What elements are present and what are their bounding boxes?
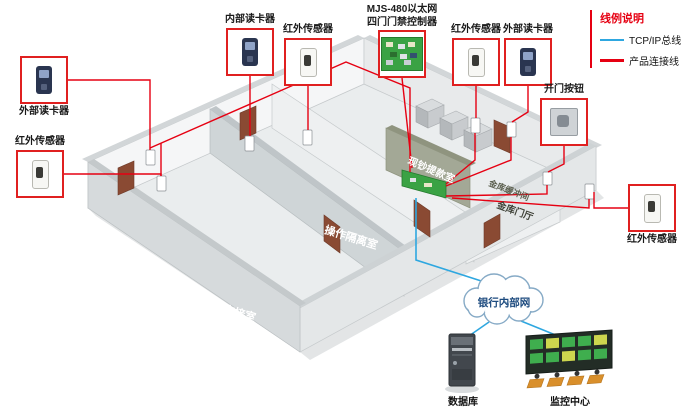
doors: [117, 105, 511, 254]
callout-label-line2: 四门门禁控制器: [367, 17, 437, 28]
monitor-center-icon: [525, 329, 613, 389]
database-label: 数据库: [448, 397, 478, 408]
cloud-label: 银行内部网: [478, 296, 531, 309]
callout-label: 外部读卡器: [19, 106, 69, 117]
callout-ir-sensor-left: 红外传感器: [12, 136, 68, 198]
card-reader-icon: [242, 38, 258, 66]
device-frame: [628, 184, 676, 232]
card-reader-icon: [36, 66, 52, 94]
callout-label: 内部读卡器: [225, 14, 275, 25]
callout-internal-reader: 内部读卡器: [222, 14, 278, 76]
callout-ir-sensor-right: 红外传感器: [624, 184, 680, 246]
device-frame: [16, 150, 64, 198]
callout-label: 红外传感器: [451, 24, 501, 35]
callout-label: 红外传感器: [15, 136, 65, 147]
device-frame: [284, 38, 332, 86]
callout-label: 红外传感器: [627, 234, 677, 245]
legend-item-tcpip: TCP/IP总线: [600, 32, 681, 47]
callout-label: 红外传感器: [283, 24, 333, 35]
device-frame: [378, 30, 426, 78]
callout-ir-sensor-top-2: 红外传感器: [448, 24, 504, 86]
product-connection-lines: [64, 61, 628, 209]
ir-sensor-icon: [467, 47, 485, 77]
ir-sensor-icon: [299, 47, 317, 77]
ir-sensor-icon: [643, 193, 661, 223]
legend-item-label: 产品连接线: [629, 57, 679, 68]
callout-ir-sensor-top-1: 红外传感器: [280, 24, 336, 86]
legend: 线例说明 TCP/IP总线 产品连接线: [590, 10, 681, 68]
door-button-icon: [550, 108, 578, 136]
legend-title: 线例说明: [600, 13, 644, 25]
network-cloud: 银行内部网: [463, 273, 544, 325]
controller-board: [401, 169, 447, 199]
callout-door-button: 开门按钮: [536, 84, 592, 146]
device-frame: [226, 28, 274, 76]
building: [82, 35, 604, 360]
callout-external-reader-left: 外部读卡器: [16, 56, 72, 118]
monitor-center-label: 监控中心: [550, 397, 590, 408]
device-frame: [20, 56, 68, 104]
card-reader-icon: [520, 48, 536, 76]
callout-label: 开门按钮: [544, 84, 584, 95]
callout-label: 外部读卡器: [503, 24, 553, 35]
legend-item-product-line: 产品连接线: [600, 53, 681, 68]
legend-item-label: TCP/IP总线: [629, 36, 682, 47]
callout-label-line1: MJS-480以太网: [366, 4, 438, 15]
device-frame: [452, 38, 500, 86]
product-line-swatch: [600, 59, 624, 62]
callout-external-reader-top: 外部读卡器: [500, 24, 556, 86]
wall-devices: [145, 117, 595, 200]
callout-controller: MJS-480以太网 四门门禁控制器: [367, 4, 437, 78]
tcpip-line-swatch: [600, 38, 624, 41]
device-frame: [504, 38, 552, 86]
controller-pcb-icon: [381, 37, 423, 71]
device-frame: [540, 98, 588, 146]
database-server-icon: [445, 333, 479, 393]
ir-sensor-icon: [31, 159, 49, 189]
